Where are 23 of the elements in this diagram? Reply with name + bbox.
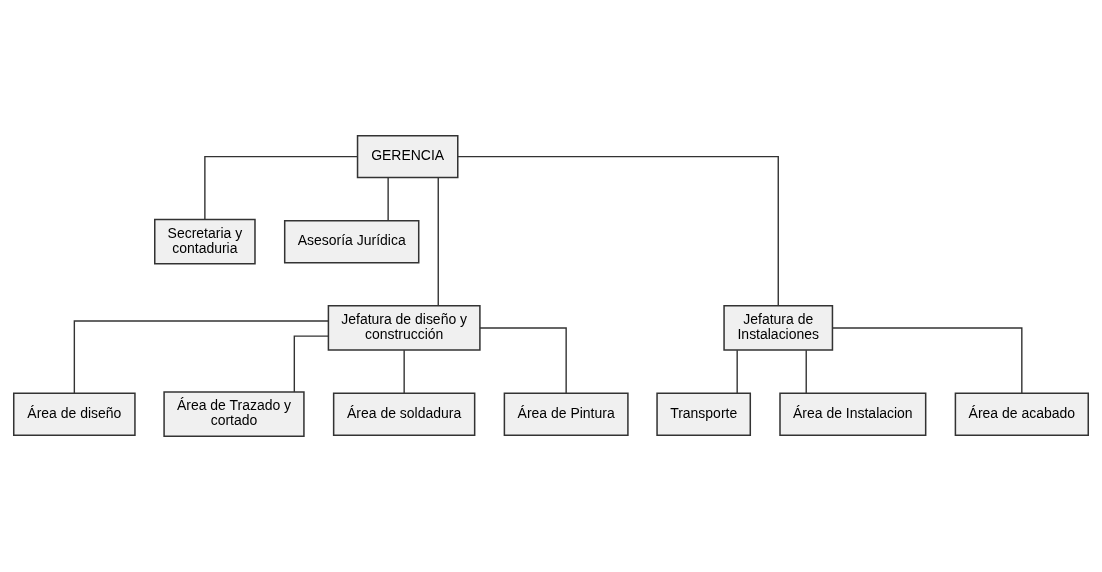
connector	[831, 327, 1023, 394]
node-box: Secretaria y contaduria	[154, 218, 256, 265]
node-box: Asesoría Jurídica	[283, 220, 420, 264]
node-box: Área de Instalacion	[779, 392, 927, 436]
node-box: Área de diseño	[13, 392, 136, 436]
node-box: Área de acabado	[954, 392, 1089, 436]
connector	[805, 349, 807, 394]
connector	[387, 176, 389, 222]
connector	[437, 176, 439, 307]
node-box: Transporte	[656, 392, 752, 436]
connector	[293, 335, 329, 393]
connector	[204, 155, 359, 221]
node-box: Área de Pintura	[503, 392, 629, 436]
node-box: Jefatura de diseño y construcción	[327, 305, 481, 351]
connector	[403, 349, 405, 394]
node-box: Área de soldadura	[332, 392, 476, 436]
node-box: Área de Trazado y cortado	[163, 391, 305, 438]
node-box: GERENCIA	[356, 134, 459, 179]
connector	[479, 327, 567, 394]
connector	[736, 349, 738, 394]
connector	[73, 320, 329, 394]
node-box: Jefatura de Instalaciones	[723, 305, 834, 351]
connector	[457, 155, 779, 307]
